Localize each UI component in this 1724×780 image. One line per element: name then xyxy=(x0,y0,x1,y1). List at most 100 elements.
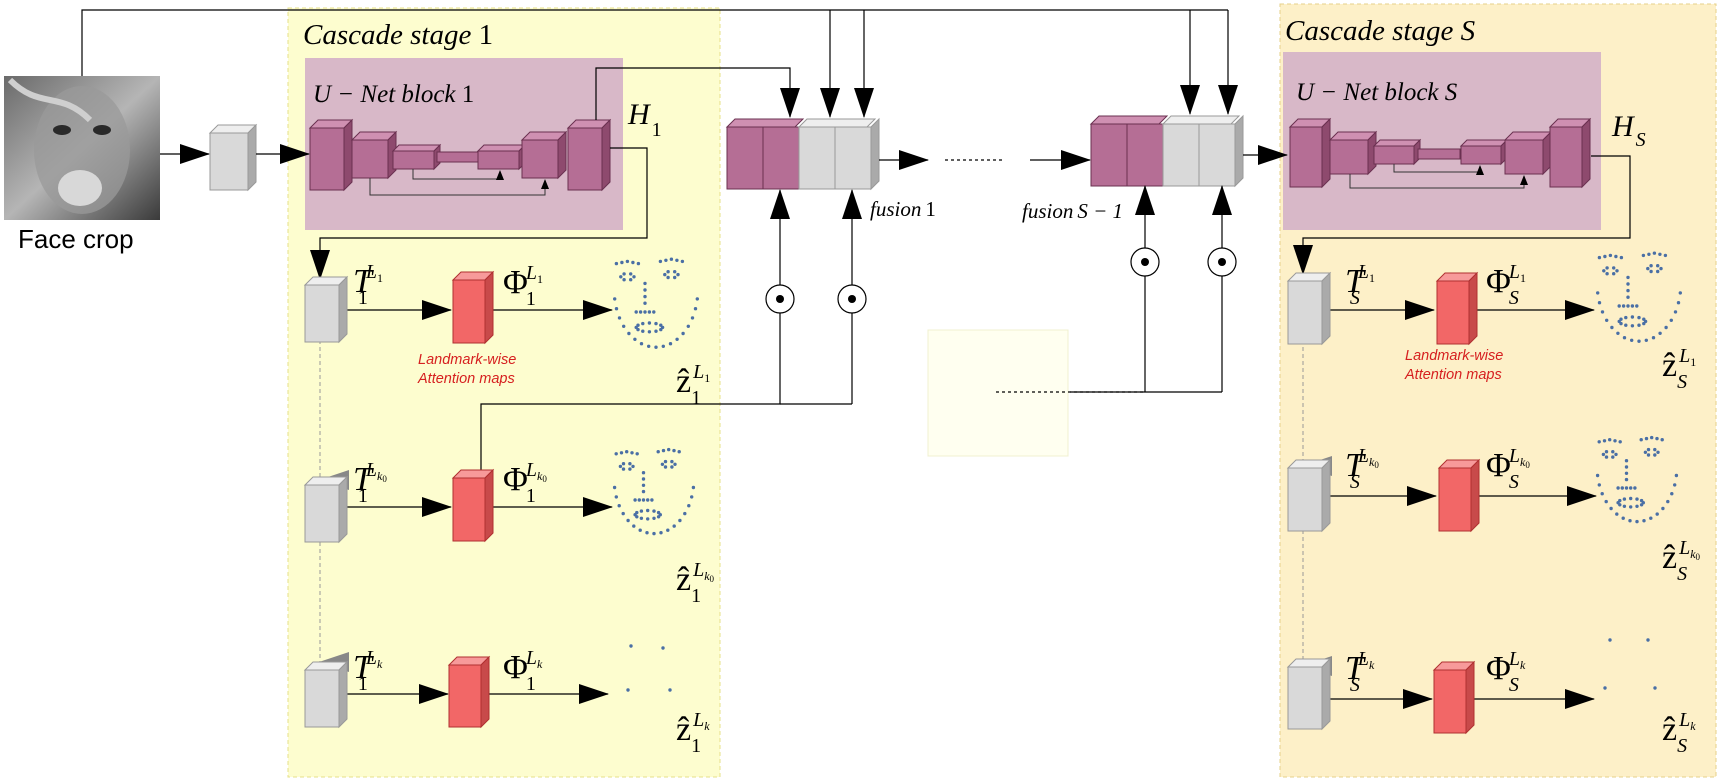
landmark-point xyxy=(626,518,630,523)
landmark-point xyxy=(681,331,685,336)
landmark-point xyxy=(621,467,626,471)
fusion-S-1-block xyxy=(1089,114,1244,188)
landmark-point xyxy=(1612,272,1616,276)
landmark-point xyxy=(1637,339,1641,343)
landmark-point xyxy=(639,509,644,513)
landmark-point xyxy=(663,272,667,277)
label-z1-Lk: ẑ1Lk xyxy=(676,709,710,757)
landmark-point xyxy=(659,531,663,535)
landmark-point xyxy=(614,495,618,499)
input-conv-block xyxy=(208,123,258,192)
landmark-point xyxy=(1660,438,1664,442)
landmark-point xyxy=(631,260,635,265)
gray-downflow xyxy=(319,340,1332,676)
label-Phi1-Lk: Φ1Lk xyxy=(503,647,543,695)
landmark-point xyxy=(1605,318,1609,322)
landmark-point xyxy=(1656,450,1660,454)
landmark-point xyxy=(1616,486,1620,490)
landmark-point xyxy=(690,495,694,499)
landmark-point xyxy=(1664,325,1668,330)
fusion-1-block xyxy=(725,117,880,191)
landmark-point-clouds xyxy=(612,251,1683,692)
landmark-point xyxy=(1644,338,1649,342)
landmark-point xyxy=(1663,253,1668,258)
landmark-point xyxy=(621,462,626,466)
math-labels: T1L1 Φ1L1 ẑ1L1 T1Lk0 Φ1Lk0 ẑ1Lk0 T1Lk Φ1… xyxy=(353,261,1701,757)
landmark-point xyxy=(643,294,647,299)
landmark-point xyxy=(635,452,639,456)
unet-S-skips xyxy=(1349,164,1528,189)
landmark-point xyxy=(638,528,642,532)
landmark-point xyxy=(1622,336,1627,340)
landmark-point xyxy=(1629,496,1633,501)
landmark-point xyxy=(1655,512,1659,516)
landmark-point xyxy=(677,450,681,454)
landmark-point xyxy=(680,259,685,264)
landmark-point xyxy=(1610,325,1614,330)
landmark-point xyxy=(628,462,632,466)
landmark-point xyxy=(1676,301,1681,305)
landmark-point xyxy=(1653,686,1657,690)
landmark-point xyxy=(1618,440,1622,444)
landmark-point xyxy=(639,516,644,520)
landmark-point xyxy=(618,464,623,469)
label-PhiS-Lk: ΦSLk xyxy=(1486,648,1526,696)
label-TS-Lk0: TSLk0 xyxy=(1345,445,1379,493)
landmark-point xyxy=(1669,318,1674,322)
landmark-point xyxy=(1612,266,1616,270)
landmark-point xyxy=(1649,264,1653,268)
landmark-point xyxy=(661,344,665,348)
landmark-point xyxy=(637,498,641,502)
label-zS-L1: ẑSL1 xyxy=(1662,345,1696,393)
landmark-point xyxy=(622,278,626,282)
landmark-point xyxy=(652,516,656,520)
landmark-point xyxy=(1630,338,1634,342)
landmark-point xyxy=(1656,269,1660,274)
landmark-point xyxy=(636,323,640,327)
landmark-point xyxy=(1622,504,1627,508)
face-crop-image xyxy=(4,76,160,220)
landmark-point xyxy=(1639,503,1644,507)
landmark-point xyxy=(641,477,646,481)
landmark-point xyxy=(656,450,660,454)
landmark-point xyxy=(1678,291,1683,295)
landmark-point xyxy=(1630,324,1635,328)
landmark-point xyxy=(690,316,695,320)
landmark-point xyxy=(1619,317,1623,321)
landmark-point xyxy=(672,524,676,528)
landmark-point xyxy=(1650,435,1654,440)
label-T1-Lk: T1Lk xyxy=(353,647,383,695)
landmark-point xyxy=(1624,486,1629,490)
landmark-point xyxy=(1600,310,1605,314)
middle-faint-box xyxy=(927,329,1069,457)
landmark-point xyxy=(1602,269,1606,273)
landmark-point xyxy=(1613,439,1617,443)
landmark-point xyxy=(1673,310,1678,314)
landmark-point xyxy=(1626,295,1630,299)
landmark-point xyxy=(619,451,624,455)
landmark-point xyxy=(1611,455,1615,459)
attention-caption-1b: Attention maps xyxy=(417,371,515,387)
landmark-point xyxy=(1658,331,1662,335)
landmark-point xyxy=(612,485,617,490)
landmark-point xyxy=(617,316,622,320)
landmark-point xyxy=(660,462,665,466)
landmark-point xyxy=(1670,492,1674,496)
landmark-point xyxy=(1646,453,1651,457)
landmark-point xyxy=(1624,459,1629,463)
landmark-point xyxy=(1656,264,1660,268)
landmark-point xyxy=(1658,252,1662,256)
landmark-point xyxy=(1639,498,1644,503)
label-zS-Lk0: ẑSLk0 xyxy=(1662,537,1701,585)
landmark-point xyxy=(633,337,637,341)
stageS-title: Cascade stage S xyxy=(1285,15,1476,47)
label-z1-L1: ẑ1L1 xyxy=(676,361,710,409)
landmark-point xyxy=(1644,436,1649,441)
landmark-point xyxy=(670,459,674,464)
landmark-point xyxy=(693,307,698,311)
landmark-point xyxy=(673,270,677,274)
landmark-point xyxy=(1614,452,1618,457)
